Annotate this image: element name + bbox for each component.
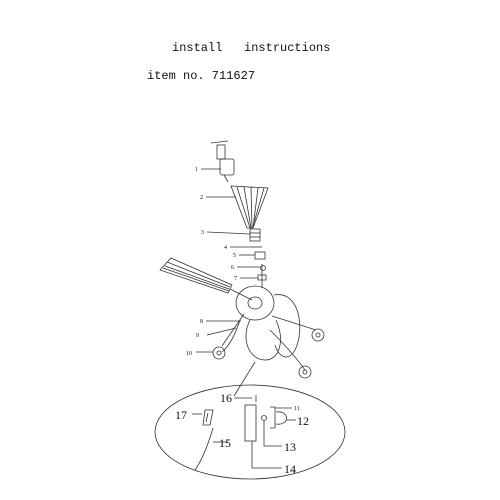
part-finial — [210, 140, 235, 183]
callout-16: 16 — [220, 391, 232, 405]
callout-1: 1 — [195, 167, 198, 173]
callout-4: 4 — [224, 245, 227, 251]
part-feet — [212, 328, 325, 379]
part-socket — [249, 228, 261, 242]
part-small-fittings — [250, 246, 267, 281]
item-number: item no. 711627 — [147, 69, 256, 83]
callout-3: 3 — [201, 230, 204, 236]
callout-5: 5 — [233, 253, 236, 259]
callout-12: 12 — [297, 414, 309, 428]
callout-7: 7 — [234, 276, 237, 282]
callout-9: 9 — [196, 333, 199, 339]
leader-lines — [196, 168, 260, 397]
callout-2: 2 — [200, 195, 203, 201]
callout-13: 13 — [284, 440, 296, 454]
instructions-title: install instructions — [172, 41, 331, 55]
callout-14: 14 — [284, 462, 296, 476]
callout-10: 10 — [186, 351, 192, 357]
detail-callout-circle — [154, 384, 346, 480]
callout-8: 8 — [200, 319, 203, 325]
part-arm-shade — [159, 257, 253, 301]
callout-17: 17 — [175, 408, 187, 422]
callout-6: 6 — [231, 265, 234, 271]
callout-15: 15 — [219, 436, 231, 450]
detail-parts — [192, 395, 296, 471]
callout-11: 11 — [294, 406, 300, 412]
part-central-body — [221, 264, 317, 371]
part-shade — [230, 185, 269, 229]
